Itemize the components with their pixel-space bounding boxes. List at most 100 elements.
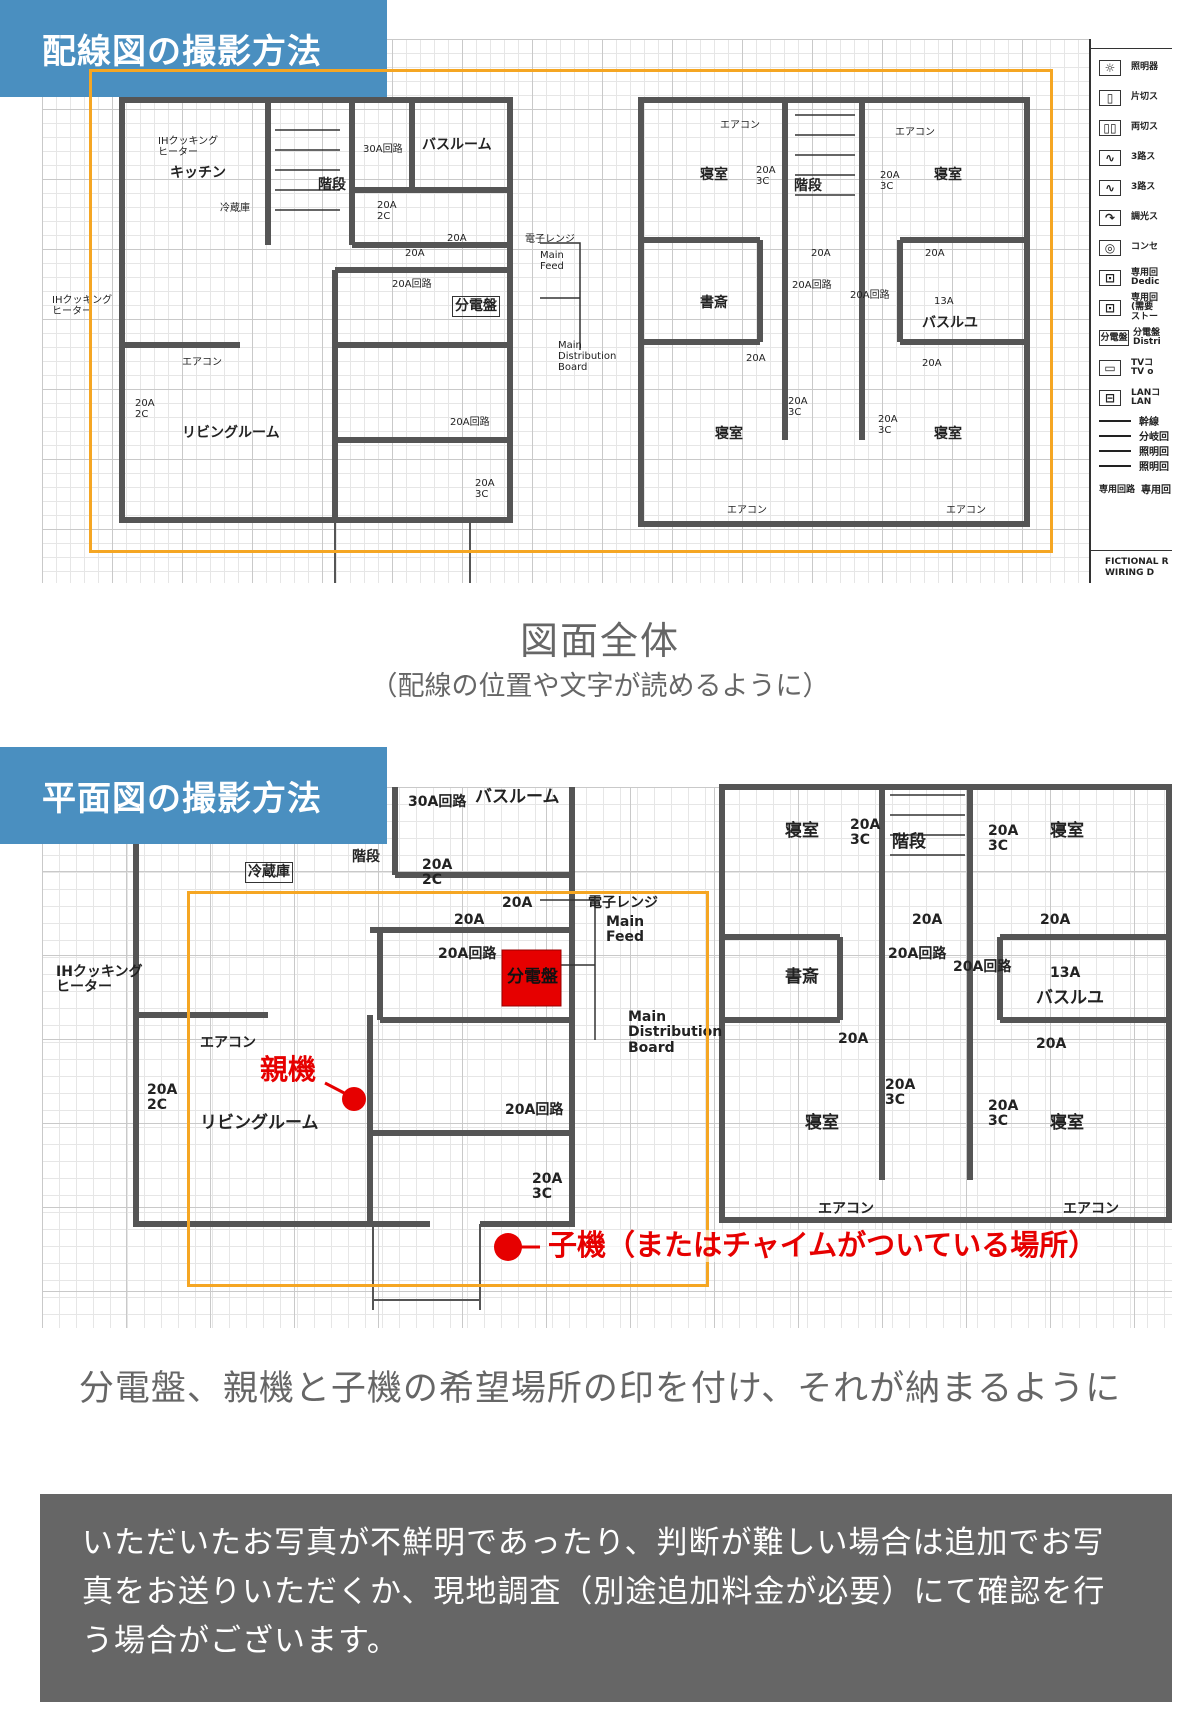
legend-item: ↷調光ス	[1091, 203, 1172, 233]
label: Main Distribution Board	[628, 1009, 723, 1056]
label: 20A	[811, 248, 831, 259]
legend-item: ▭ TVコ TV o	[1091, 353, 1172, 383]
label: 電子レンジ	[588, 895, 658, 911]
label: 電子レンジ	[525, 234, 575, 245]
label: 冷蔵庫	[245, 862, 293, 884]
label: エアコン	[182, 357, 222, 368]
section1-title: 配線図の撮影方法	[0, 0, 387, 97]
legend-item: ∿ 3路ス	[1091, 173, 1172, 203]
room-bath: バスルユ	[1036, 988, 1104, 1008]
legend-line-item: 照明回	[1091, 443, 1172, 458]
legend-line-label: 照明回	[1139, 462, 1169, 473]
room-stairs: 階段	[794, 178, 822, 194]
label: 20A回路	[888, 946, 947, 962]
room-bedroom: 寝室	[1050, 821, 1084, 841]
legend-footer: FICTIONAL R WIRING D	[1091, 550, 1172, 583]
label: 20A回路	[392, 279, 432, 290]
legend-item-label: 片切ス	[1131, 92, 1159, 103]
label: エアコン	[1063, 1201, 1119, 1217]
three-way-switch-icon: ∿	[1099, 180, 1121, 196]
dimmer-icon: ↷	[1099, 210, 1121, 226]
label: 20A 3C	[532, 1171, 563, 1203]
legend-item-label: 3路ス	[1131, 182, 1156, 193]
legend-line-label: 分岐回	[1139, 432, 1169, 443]
room-bedroom: 寝室	[934, 426, 962, 442]
label: 20A 2C	[147, 1082, 178, 1114]
dedicated-outlet-icon: ⊡	[1099, 270, 1121, 286]
label: 20A 2C	[135, 398, 155, 420]
label: Main Feed	[606, 914, 645, 946]
label: 20A	[1036, 1036, 1067, 1052]
legend-item: ▯片切ス	[1091, 83, 1172, 113]
label: 20A	[405, 248, 425, 259]
legend-line-item: 分岐回	[1091, 428, 1172, 443]
dedicated-outlet-icon: ⊡	[1099, 300, 1121, 316]
room-bedroom: 寝室	[934, 167, 962, 183]
legend-dedicated-text: 専用回	[1141, 484, 1172, 496]
label: 20A	[912, 912, 943, 928]
label: IHクッキング ヒーター	[158, 136, 219, 158]
room-stairs: 階段	[352, 849, 380, 865]
tv-icon: ▭	[1099, 360, 1121, 376]
legend-dedicated-label: 専用回路	[1099, 484, 1136, 495]
label: 20A回路	[450, 417, 490, 428]
label: 20A 2C	[422, 857, 453, 889]
legend-item-label: 分電盤 Distri	[1133, 327, 1161, 347]
panel-icon: 分電盤	[1099, 330, 1129, 346]
label: 20A	[838, 1031, 869, 1047]
label: IHクッキング ヒーター	[52, 295, 113, 317]
legend-line-item: 照明回	[1091, 458, 1172, 473]
room-bedroom: 寝室	[715, 426, 743, 442]
legend-item: ⊟ LANコ LAN	[1091, 383, 1172, 413]
room-bedroom: 寝室	[700, 167, 728, 183]
label: エアコン	[200, 1035, 256, 1051]
room-study: 書斎	[700, 295, 728, 311]
label: エアコン	[720, 120, 760, 131]
line-sample-icon	[1099, 449, 1131, 452]
label: Main Distribution Board	[558, 340, 617, 373]
notice-box: いただいたお写真が不鮮明であったり、判断が難しい場合は追加でお写真をお送りいただ…	[40, 1494, 1172, 1702]
legend-item-label: 両切ス	[1131, 122, 1159, 133]
label: 20A 3C	[878, 414, 898, 436]
label: Main Feed	[540, 250, 564, 272]
label: 20A回路	[850, 290, 890, 301]
label: 20A 3C	[850, 817, 881, 849]
legend-item-label: TVコ TV o	[1131, 357, 1154, 377]
label: 20A	[1040, 912, 1071, 928]
legend-item: ∿3路ス	[1091, 143, 1172, 173]
outlet-icon: ◎	[1099, 240, 1121, 256]
legend-item: ◎コンセ	[1091, 233, 1172, 263]
label: エアコン	[818, 1201, 874, 1217]
light-icon: ☼	[1099, 60, 1121, 76]
label: IHクッキング ヒーター	[56, 964, 143, 996]
legend-dedicated: 専用回路専用回	[1091, 473, 1172, 503]
label: 20A	[454, 912, 485, 928]
label: 20A	[447, 233, 467, 244]
legend-line-item: 幹線	[1091, 413, 1172, 428]
legend-item-label: 専用回 (需要 ストー	[1131, 292, 1159, 322]
label: 20A 2C	[377, 200, 397, 222]
label: エアコン	[946, 505, 986, 516]
label: 20A 3C	[756, 165, 776, 187]
room-bath: バスルーム	[422, 137, 492, 153]
room-bath: バスルーム	[475, 787, 560, 807]
line-sample-icon	[1099, 434, 1131, 437]
legend-item-label: 専用回 Dedic	[1131, 267, 1160, 287]
parent-unit-marker	[342, 1087, 366, 1111]
legend-item: ⊡ 専用回 Dedic	[1091, 263, 1172, 293]
legend-item: 分電盤分電盤 Distri	[1091, 323, 1172, 353]
room-living: リビングルーム	[200, 1113, 319, 1133]
legend-item-label: LANコ LAN	[1131, 387, 1161, 407]
lan-icon: ⊟	[1099, 390, 1121, 406]
label: エアコン	[727, 505, 767, 516]
label: 20A回路	[792, 280, 832, 291]
room-study: 書斎	[785, 967, 819, 987]
caption-instructions: 分電盤、親機と子機の希望場所の印を付け、それが納まるように	[78, 1369, 1122, 1409]
room-stairs: 階段	[318, 177, 346, 193]
room-kitchen: キッチン	[170, 165, 226, 181]
wiring-diagram-plan	[42, 39, 1172, 583]
legend-line-label: 照明回	[1139, 447, 1169, 458]
distribution-panel-marked: 分電盤	[507, 967, 558, 987]
room-bedroom: 寝室	[1050, 1113, 1084, 1133]
label: エアコン	[895, 127, 935, 138]
